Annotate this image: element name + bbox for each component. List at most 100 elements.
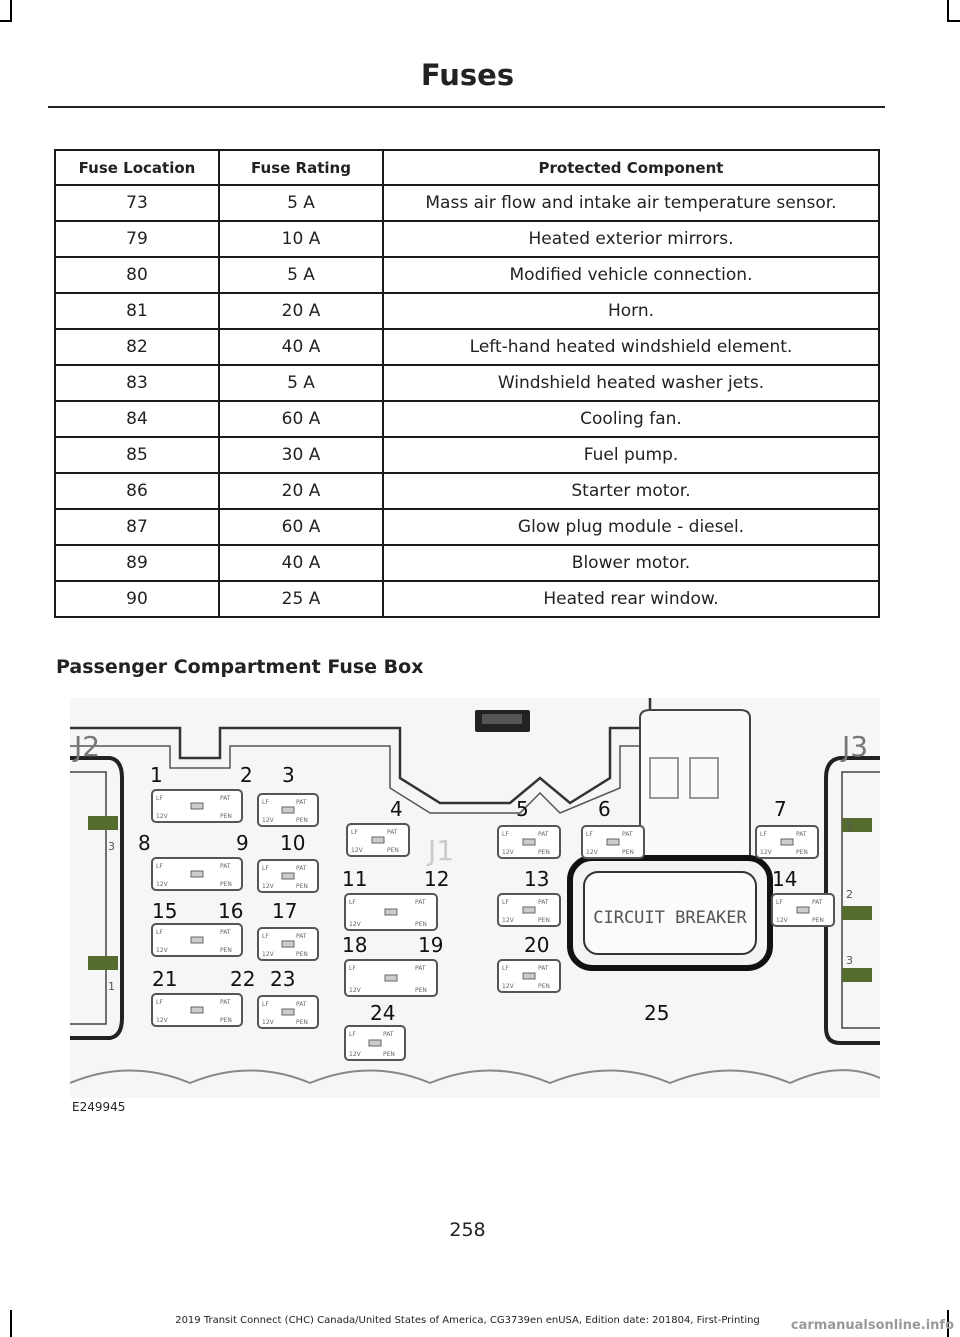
fuse-marking: LF	[156, 999, 163, 1006]
crop-mark	[10, 1310, 12, 1337]
fuse-marking: 12V	[262, 883, 275, 890]
page-number: 258	[449, 1219, 486, 1241]
fuse-marking: LF	[349, 899, 356, 906]
fuse-rating: 60 A	[218, 400, 384, 438]
fuse-marking: LF	[351, 829, 358, 836]
fuse-rating: 5 A	[218, 184, 384, 222]
fuse-marking: 12V	[349, 1051, 362, 1058]
fuse-marking: PEN	[220, 881, 232, 888]
fuse-marking: PEN	[538, 849, 550, 856]
fuse-location: 86	[54, 472, 220, 510]
protected-component: Left-hand heated windshield element.	[382, 328, 880, 366]
fuse-rating: 5 A	[218, 364, 384, 402]
fuse-marking: PAT	[383, 1031, 394, 1038]
fuse-marking: PAT	[538, 899, 549, 906]
fuse-marking: 12V	[156, 881, 169, 888]
fuse-marking: PAT	[538, 965, 549, 972]
fuse-marking: PEN	[296, 951, 308, 958]
title-divider	[48, 106, 885, 108]
fuse-marking: LF	[156, 863, 163, 870]
fuse-marking: 12V	[502, 849, 515, 856]
fuse-marking: LF	[156, 795, 163, 802]
fuse-marking: 12V	[262, 1019, 275, 1026]
fuse-marking: PEN	[415, 987, 427, 994]
protected-component: Windshield heated washer jets.	[382, 364, 880, 402]
fuse-marking: 12V	[156, 947, 169, 954]
fuse-marking: 12V	[351, 847, 364, 854]
fuse-marking: 12V	[156, 813, 169, 820]
fuse-marking: 12V	[262, 951, 275, 958]
fuse-marking: PAT	[296, 1001, 307, 1008]
fuse-location: 89	[54, 544, 220, 582]
fuse-marking: PAT	[387, 829, 398, 836]
fuse-marking: PEN	[383, 1051, 395, 1058]
fuse-marking: PAT	[796, 831, 807, 838]
side-slot-number: 3	[108, 840, 115, 853]
fuse-number-label: 25	[644, 1001, 669, 1025]
fuse-marking: PEN	[296, 817, 308, 824]
fuse-number-label: 16	[218, 899, 243, 923]
fuse-number-label: 14	[772, 867, 797, 891]
fuse-marking: LF	[502, 899, 509, 906]
side-slot-number: 3	[846, 954, 853, 967]
fuse-location: 83	[54, 364, 220, 402]
fuse: LF 12V PAT PEN	[346, 823, 410, 857]
fuse-marking: 12V	[586, 849, 599, 856]
fuse-marking: PEN	[296, 883, 308, 890]
fuse-marking: PAT	[296, 865, 307, 872]
fuse-number-label: 20	[524, 933, 549, 957]
fuse-marking: LF	[156, 929, 163, 936]
fuse-rating: 20 A	[218, 292, 384, 330]
fuse-marking: PAT	[415, 899, 426, 906]
fuse-location: 87	[54, 508, 220, 546]
fuse-marking: PEN	[796, 849, 808, 856]
fuse-number-label: 8	[138, 831, 151, 855]
fuse-number-label: 23	[270, 967, 295, 991]
fuse-marking: LF	[262, 1001, 269, 1008]
fuse-marking: PEN	[296, 1019, 308, 1026]
fuse-number-label: 1	[150, 763, 163, 787]
fuse-location: 79	[54, 220, 220, 258]
footer-text: 2019 Transit Connect (CHC) Canada/United…	[175, 1315, 760, 1326]
connector-label: J3	[840, 730, 868, 763]
fuse-number-label: 4	[390, 797, 403, 821]
protected-component: Cooling fan.	[382, 400, 880, 438]
fuse-marking: PEN	[538, 983, 550, 990]
protected-component: Heated exterior mirrors.	[382, 220, 880, 258]
protected-component: Glow plug module - diesel.	[382, 508, 880, 546]
fuse-marking: PAT	[220, 929, 231, 936]
fuse-location: 80	[54, 256, 220, 294]
table-header-row: Fuse Location Fuse Rating Protected Comp…	[54, 149, 880, 186]
connector-label: J2	[72, 730, 100, 763]
fuse-rating: 10 A	[218, 220, 384, 258]
fuse-number-label: 19	[418, 933, 443, 957]
fuse-number-label: 24	[370, 1001, 395, 1025]
fuse-marking: PEN	[538, 917, 550, 924]
fuse-marking: PEN	[622, 849, 634, 856]
fuse-rating: 20 A	[218, 472, 384, 510]
crop-mark	[0, 20, 12, 22]
fuse-rating: 30 A	[218, 436, 384, 474]
fuse-marking: PEN	[220, 813, 232, 820]
fuse-marking: PEN	[220, 947, 232, 954]
fuse-number-label: 11	[342, 867, 367, 891]
fuse-marking: LF	[349, 965, 356, 972]
fuse-marking: PEN	[387, 847, 399, 854]
column-header-rating: Fuse Rating	[218, 149, 384, 186]
fuse-number-label: 12	[424, 867, 449, 891]
fuse-rating: 25 A	[218, 580, 384, 618]
